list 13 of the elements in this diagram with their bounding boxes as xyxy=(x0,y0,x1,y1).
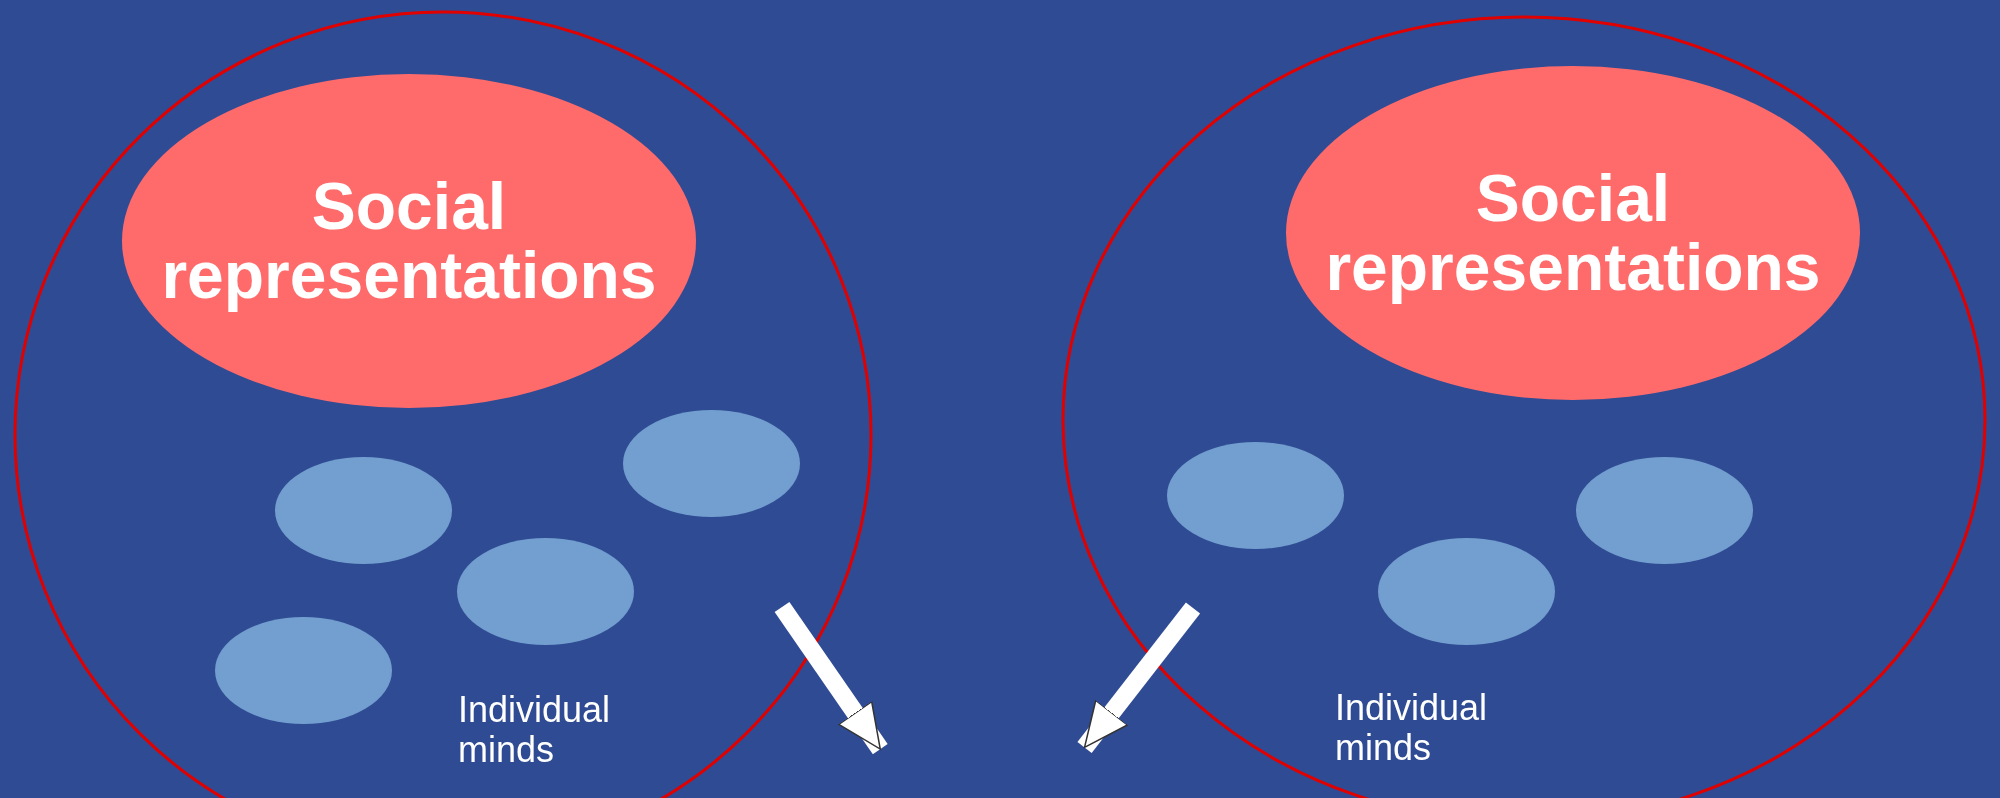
mind-ellipse xyxy=(273,455,454,566)
concept-ellipse xyxy=(1286,66,1860,400)
mind-ellipse xyxy=(455,536,636,647)
concept-title: Social representations xyxy=(1324,163,1822,303)
mind-ellipse xyxy=(1574,455,1755,566)
concept-title: Social representations xyxy=(160,171,658,311)
mind-ellipse xyxy=(621,408,802,519)
mind-ellipse xyxy=(1376,536,1557,647)
caption-text: Individual minds xyxy=(1335,688,1489,768)
mind-ellipse xyxy=(213,615,394,726)
caption-text: Individual minds xyxy=(458,690,612,770)
mind-ellipse xyxy=(1165,440,1346,551)
concept-ellipse xyxy=(122,74,696,408)
